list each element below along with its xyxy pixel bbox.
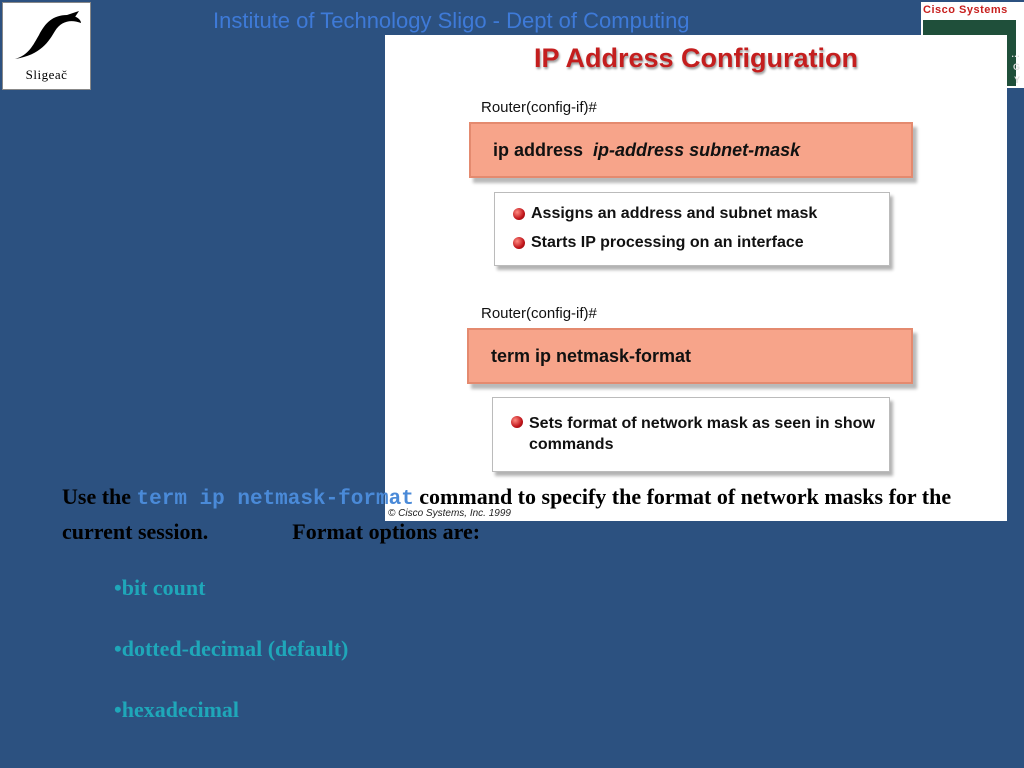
command-box-netmask-format: term ip netmask-format: [467, 328, 913, 384]
sligo-logo-text: Sligeač: [25, 67, 68, 82]
list-item: Assigns an address and subnet mask: [513, 205, 817, 223]
prompt-2: Router(config-if)#: [481, 305, 597, 322]
command-netmask-format: term ip netmask-format: [491, 345, 692, 366]
body-paragraph: Use the term ip netmask-format command t…: [62, 481, 1002, 548]
figure-copyright: © Cisco Systems, Inc. 1999: [388, 508, 511, 519]
command-box-ip-address: ip address ip-address subnet-mask: [469, 122, 913, 178]
command-ip-address: ip address: [493, 139, 584, 160]
bullet-text: Assigns an address and subnet mask: [531, 205, 818, 222]
intro-text-after: command to specify the format of network…: [62, 484, 952, 544]
options-label: Format options are:: [292, 519, 481, 544]
option-hexadecimal: •hexadecimal: [114, 697, 240, 722]
option-bit-count: •bit count: [114, 575, 206, 600]
cisco-side-line: Y: [1013, 75, 1020, 85]
bullet-icon: [513, 237, 525, 249]
cisco-logo-text: Cisco Systems: [923, 4, 1008, 16]
slide-figure: IP Address Configuration Router(config-i…: [385, 35, 1007, 521]
bullet-text: Sets format of network mask as seen in s…: [529, 415, 875, 453]
cisco-side-line: …: [1011, 49, 1020, 59]
bullet-icon: [513, 208, 525, 220]
figure-title: IP Address Configuration: [533, 43, 859, 73]
prompt-1: Router(config-if)#: [481, 99, 597, 116]
swan-icon: [15, 11, 81, 59]
bullet-text: Starts IP processing on an interface: [531, 234, 804, 251]
command-code: term ip netmask-format: [136, 488, 414, 511]
intro-text-before: Use the: [62, 484, 137, 509]
list-item: Sets format of network mask as seen in s…: [511, 413, 881, 455]
list-item: Starts IP processing on an interface: [513, 234, 804, 252]
cisco-side-line: G: [1012, 62, 1020, 72]
header-title: Institute of Technology Sligo - Dept of …: [213, 8, 690, 33]
description-box-2: Sets format of network mask as seen in s…: [492, 397, 890, 472]
command-args: ip-address subnet-mask: [593, 139, 801, 160]
option-dotted-decimal: •dotted-decimal (default): [114, 636, 349, 661]
sligo-logo: Sligeač: [2, 2, 91, 90]
description-box-1: Assigns an address and subnet mask Start…: [494, 192, 890, 266]
bullet-icon: [511, 416, 523, 428]
